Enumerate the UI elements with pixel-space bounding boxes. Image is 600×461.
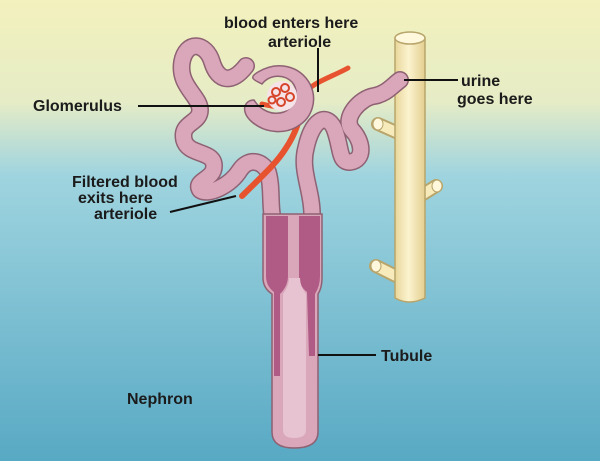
glomerulus-label: Glomerulus (33, 98, 122, 115)
filtered-blood-label: Filtered blood (72, 174, 178, 191)
loop-of-henle (262, 213, 323, 449)
urine-goes-here-label: goes here (457, 91, 533, 108)
convoluted-tubule (172, 37, 409, 223)
filtered-arteriole-label: arteriole (94, 206, 157, 223)
exits-here-label: exits here (78, 190, 153, 207)
nephron-label: Nephron (127, 391, 193, 408)
collecting-duct (369, 31, 443, 303)
blood-enters-arteriole-label: arteriole (268, 34, 331, 51)
labels: blood enters here arteriole Glomerulus u… (33, 15, 533, 408)
glomerulus-capillaries (267, 83, 295, 107)
bowmans-capsule (243, 65, 315, 133)
leader-lines (138, 48, 458, 356)
urine-label: urine (461, 73, 500, 90)
blood-enters-label: blood enters here (224, 15, 358, 32)
tubule-label: Tubule (381, 348, 432, 365)
